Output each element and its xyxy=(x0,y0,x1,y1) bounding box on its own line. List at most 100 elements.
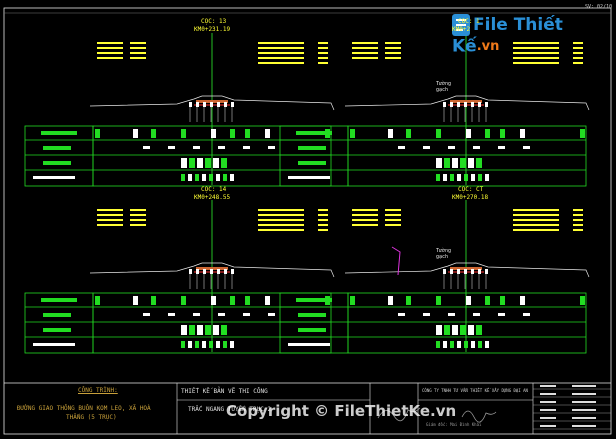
section-chainage-c13: KM0+231.19 xyxy=(194,26,231,33)
section-3-info-right-value xyxy=(318,214,328,216)
section-2-post xyxy=(450,102,453,107)
section-1-post xyxy=(189,102,192,107)
section-2-cell-row4 xyxy=(478,174,482,181)
section-4-cell-row1 xyxy=(406,296,411,305)
section-3-info-left-value xyxy=(130,209,146,211)
section-4-cell-row3 xyxy=(468,325,474,335)
section-1-cell-row3 xyxy=(181,158,187,168)
section-4-info-left-text xyxy=(352,214,378,216)
drawing-frame xyxy=(3,7,612,435)
section-3-info-left-text xyxy=(97,214,123,216)
title-block-cell-text xyxy=(540,409,556,411)
section-4-info-left-value xyxy=(385,209,401,211)
section-4-post xyxy=(471,269,474,274)
section-4-cell-row2 xyxy=(473,313,480,316)
section-1-info-right-text xyxy=(258,42,304,44)
section-2-cell-row1 xyxy=(485,129,490,138)
section-2-cell-row4 xyxy=(471,174,475,181)
section-4-post xyxy=(485,269,488,274)
section-1-cell-row2 xyxy=(193,146,200,149)
section-1-cell-row1 xyxy=(230,129,235,138)
section-1-cell-row1 xyxy=(245,129,250,138)
section-4-post xyxy=(457,269,460,274)
section-4-cell-row1 xyxy=(485,296,490,305)
section-3-cell-row1 xyxy=(151,296,156,305)
drawing-title: TRẮC NGANG TUYẾN TRỤC 2 xyxy=(188,406,272,413)
section-4-cell-row1 xyxy=(500,296,505,305)
signer-name: Giám đốc: Mai Đình Khải xyxy=(426,422,482,427)
section-3-post xyxy=(224,269,227,274)
section-3-cell-row3 xyxy=(221,325,227,335)
section-3-info-left-text xyxy=(97,219,123,221)
section-2-info-right-value xyxy=(573,52,583,54)
title-block-cell-text xyxy=(572,385,596,387)
section-4-cell-row2 xyxy=(448,313,455,316)
section-2-header-label-2 xyxy=(298,146,326,150)
section-3-header-label-1 xyxy=(41,298,77,302)
section-1-post xyxy=(210,102,213,107)
section-1-info-left-text xyxy=(97,57,123,59)
section-1-cell-row3 xyxy=(213,158,219,168)
section-4-cell-row4 xyxy=(457,341,461,348)
section-1-cell-row4 xyxy=(202,174,206,181)
section-4-cell-row3 xyxy=(436,325,442,335)
section-3-cell-row1 xyxy=(95,296,100,305)
section-1-cell-row1 xyxy=(151,129,156,138)
section-2-info-right-text xyxy=(513,42,559,44)
section-2-cell-row2 xyxy=(473,146,480,149)
section-2-cell-row2 xyxy=(423,146,430,149)
section-3-cell-row2 xyxy=(243,313,250,316)
section-1-info-right-value xyxy=(318,57,328,59)
section-2-post xyxy=(471,102,474,107)
section-chainage-ct: KM0+270.18 xyxy=(452,194,489,201)
section-label-top-right: CỌC: 1 xyxy=(458,18,480,25)
section-label-ct: CỌC: CT xyxy=(458,186,484,193)
site-logo: File Thiết Kế.vn xyxy=(452,14,616,57)
logo-file-icon xyxy=(452,14,470,36)
section-3-info-left-value xyxy=(130,214,146,216)
section-2-cell-row1 xyxy=(436,129,441,138)
section-2-cell-row4 xyxy=(436,174,440,181)
section-3-cell-row1 xyxy=(181,296,186,305)
section-3-info-right-value xyxy=(318,219,328,221)
section-1-cell-row3 xyxy=(205,158,211,168)
section-3-cell-row3 xyxy=(213,325,219,335)
section-1-header-label-4 xyxy=(33,176,75,179)
section-2-post xyxy=(485,102,488,107)
section-2-info-right-text xyxy=(513,52,559,54)
section-1-cell-row2 xyxy=(243,146,250,149)
section-4-info-left-value xyxy=(385,224,401,226)
logo-domain-text: .vn xyxy=(476,39,500,54)
section-3-info-right-text xyxy=(258,229,304,231)
section-1-cell-row4 xyxy=(223,174,227,181)
section-3-cell-row2 xyxy=(143,313,150,316)
section-2-info-right-value xyxy=(573,42,583,44)
section-4-cell-row1 xyxy=(520,296,525,305)
section-1-info-right-text xyxy=(258,62,304,64)
section-3-info-right-value xyxy=(318,224,328,226)
section-2-info-left-text xyxy=(352,52,378,54)
section-1-info-right-value xyxy=(318,47,328,49)
section-3-cell-row4 xyxy=(216,341,220,348)
section-1-header-box xyxy=(24,125,94,187)
title-block-cell-text xyxy=(540,385,556,387)
section-4-cell-row2 xyxy=(423,313,430,316)
section-2-cell-row1 xyxy=(466,129,471,138)
section-4-cell-row3 xyxy=(444,325,450,335)
wall-note-1: Tường gạch xyxy=(436,82,451,93)
signature-mark-2 xyxy=(461,410,497,423)
section-4-info-left-text xyxy=(352,224,378,226)
section-2-cell-row2 xyxy=(448,146,455,149)
section-4-info-left-value xyxy=(385,219,401,221)
section-2-header-label-1 xyxy=(296,131,332,135)
title-block-cell-text xyxy=(540,425,556,427)
section-3-header-label-3 xyxy=(43,328,71,332)
section-1-cell-row4 xyxy=(188,174,192,181)
section-3-info-left-value xyxy=(130,219,146,221)
section-chainage-top-right: KM0+2 xyxy=(452,26,471,33)
section-4-post xyxy=(478,269,481,274)
section-4-cell-row4 xyxy=(450,341,454,348)
section-3-cell-row4 xyxy=(181,341,185,348)
section-4-info-right-text xyxy=(513,219,559,221)
